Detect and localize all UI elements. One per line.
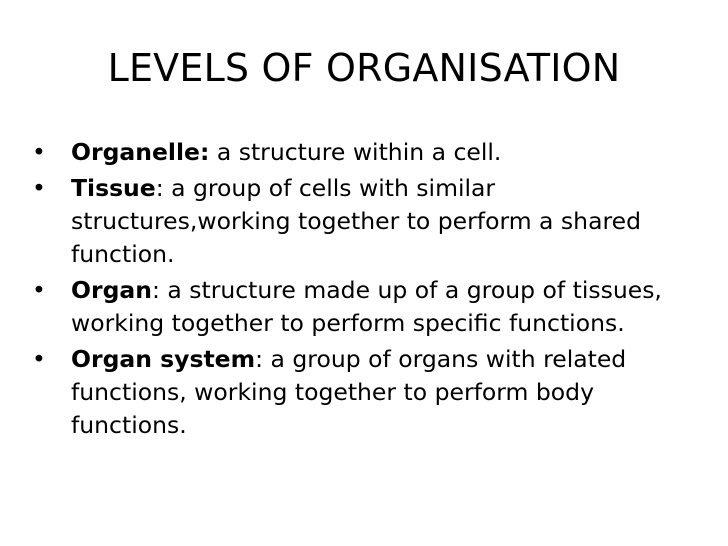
bullet-definition: : a structure made up of a group of tiss… [71, 276, 662, 337]
bullet-term: Organ system [71, 345, 256, 373]
bullet-term: Tissue [71, 174, 156, 202]
bullet-item-tissue: • Tissue: a group of cells with similar … [30, 172, 710, 271]
bullet-icon: • [32, 174, 46, 202]
bullet-list: • Organelle: a structure within a cell. … [30, 136, 710, 445]
bullet-icon: • [32, 276, 46, 304]
bullet-definition: : a group of cells with similar structur… [71, 174, 641, 268]
slide-title: LEVELS OF ORGANISATION [107, 46, 621, 90]
bullet-item-organelle: • Organelle: a structure within a cell. [30, 136, 710, 169]
bullet-definition: a structure within a cell. [209, 138, 502, 166]
bullet-item-organ-system: • Organ system: a group of organs with r… [30, 343, 710, 442]
bullet-term: Organ [71, 276, 152, 304]
bullet-term: Organelle: [71, 138, 210, 166]
bullet-definition: : a group of organs with related functio… [71, 345, 627, 439]
bullet-icon: • [32, 138, 46, 166]
bullet-item-organ: • Organ: a structure made up of a group … [30, 274, 710, 340]
bullet-icon: • [32, 345, 46, 373]
